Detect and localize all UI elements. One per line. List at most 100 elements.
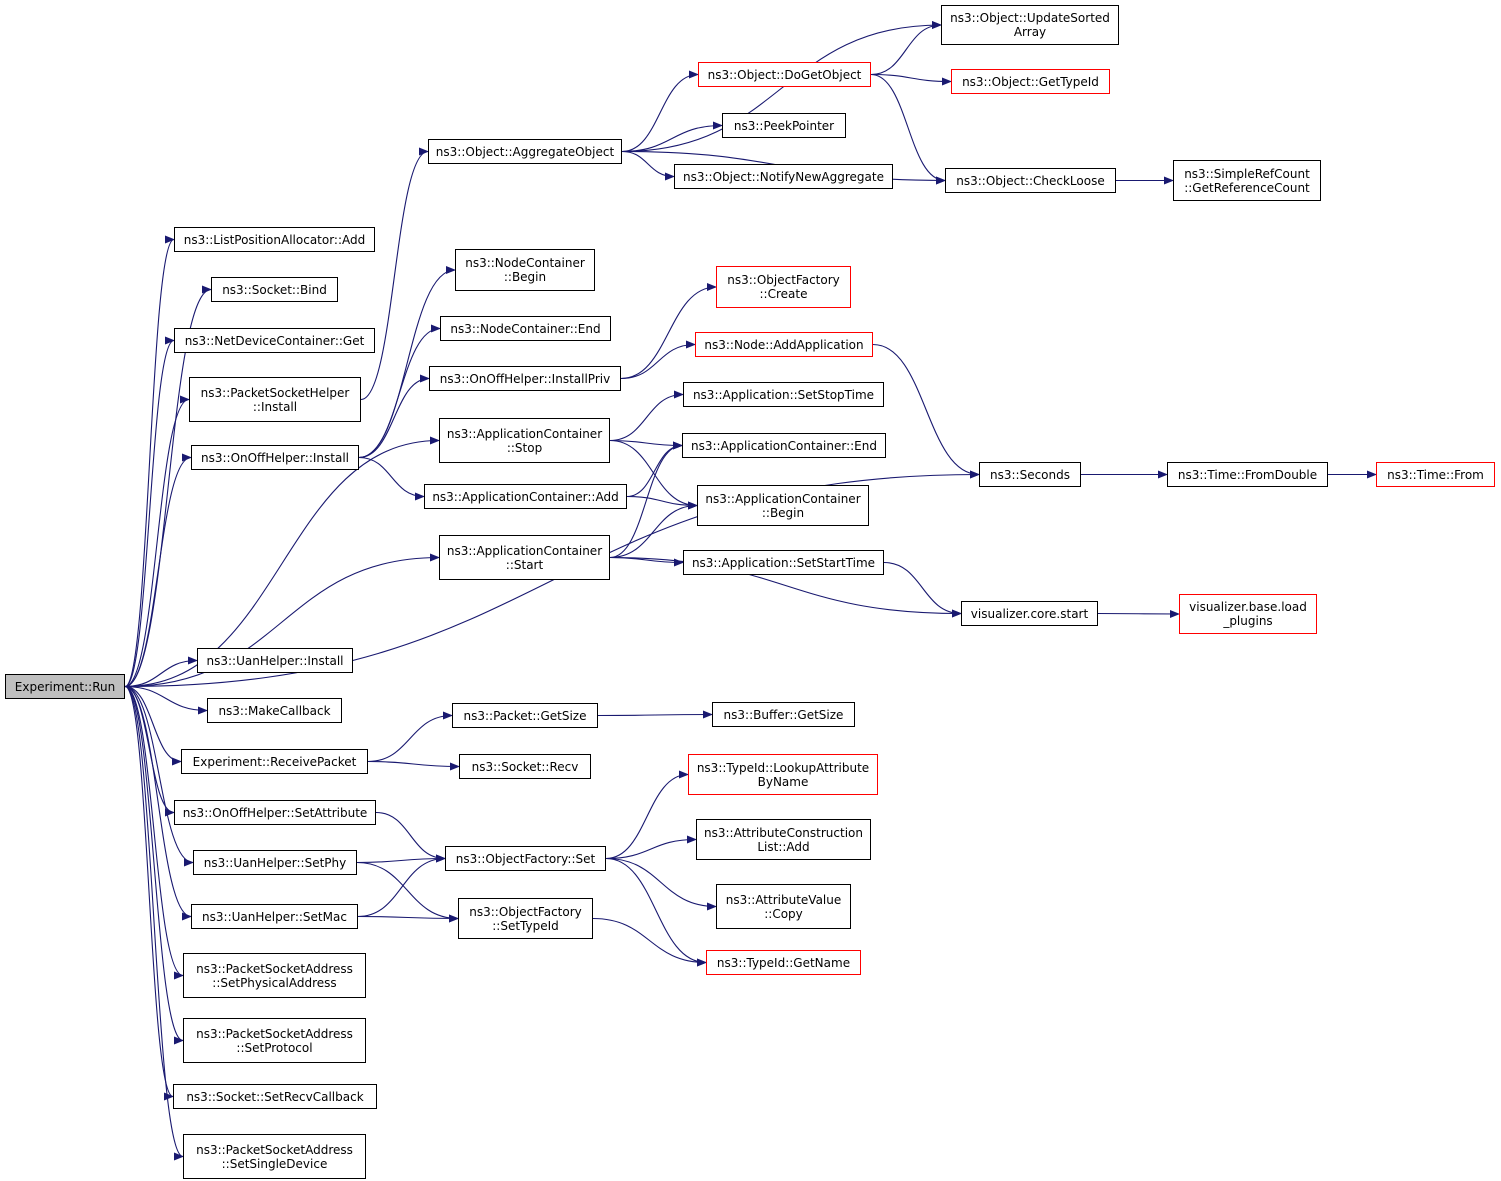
edge-obj-dogetobject-to-obj-updatesorted	[870, 21, 942, 76]
edge-obj-aggregate-to-peekpointer	[621, 121, 723, 153]
node-psa-setproto[interactable]: ns3::PacketSocketAddress ::SetProtocol	[183, 1018, 366, 1063]
edge-pkt-getsize-to-buf-getsize	[597, 710, 713, 719]
edge-psh-install-to-obj-aggregate	[360, 147, 429, 401]
node-sock-bind[interactable]: ns3::Socket::Bind	[211, 277, 338, 302]
node-psh-install[interactable]: ns3::PacketSocketHelper ::Install	[189, 377, 361, 422]
edge-run-to-ooh-install	[124, 453, 192, 688]
node-obj-checkloose[interactable]: ns3::Object::CheckLoose	[945, 168, 1116, 193]
edge-recv-pkt-to-sock-recv	[367, 760, 460, 771]
edge-run-to-psa-setproto	[124, 685, 184, 1045]
node-app-setstart[interactable]: ns3::Application::SetStartTime	[683, 550, 884, 575]
node-obj-aggregate[interactable]: ns3::Object::AggregateObject	[428, 139, 622, 164]
edge-obj-aggregate-to-obj-updatesorted	[621, 21, 942, 153]
node-ac-begin[interactable]: ns3::ApplicationContainer ::Begin	[697, 485, 869, 526]
node-tid-getname[interactable]: ns3::TypeId::GetName	[706, 950, 861, 975]
edge-ooh-install-to-ac-add	[358, 456, 425, 501]
edge-ac-add-to-ac-end	[626, 441, 683, 498]
edge-of-set-to-tid-getname	[605, 857, 707, 967]
edge-uan-setmac-to-of-settypeid	[357, 914, 459, 923]
edge-run-to-psh-install	[124, 395, 190, 688]
edge-run-to-psa-setphys	[124, 685, 184, 980]
node-ooh-setattr[interactable]: ns3::OnOffHelper::SetAttribute	[174, 800, 376, 825]
edge-run-to-make-cb	[124, 685, 208, 715]
edge-obj-dogetobject-to-obj-checkloose	[870, 73, 946, 185]
edge-uan-setphy-to-of-settypeid	[356, 861, 459, 923]
node-uan-setmac[interactable]: ns3::UanHelper::SetMac	[191, 904, 358, 929]
node-ac-end[interactable]: ns3::ApplicationContainer::End	[682, 433, 886, 458]
edge-node-addapp-to-seconds	[872, 343, 980, 479]
edge-obj-dogetobject-to-obj-gettypeid	[870, 73, 952, 86]
node-peekpointer[interactable]: ns3::PeekPointer	[722, 113, 846, 138]
node-obj-dogetobject[interactable]: ns3::Object::DoGetObject	[698, 62, 871, 87]
edge-ooh-install-to-ooh-installpriv	[358, 374, 430, 459]
edge-app-setstart-to-vis-core-start	[883, 561, 962, 618]
edge-ooh-setattr-to-of-set	[375, 811, 446, 863]
node-run: Experiment::Run	[5, 674, 125, 699]
node-psa-setphys[interactable]: ns3::PacketSocketAddress ::SetPhysicalAd…	[183, 953, 366, 998]
node-buf-getsize[interactable]: ns3::Buffer::GetSize	[712, 702, 855, 727]
edge-ooh-installpriv-to-of-create	[620, 283, 717, 380]
edge-layer	[124, 21, 1377, 1161]
node-src-getrefcount[interactable]: ns3::SimpleRefCount ::GetReferenceCount	[1173, 160, 1321, 201]
node-lpa-add[interactable]: ns3::ListPositionAllocator::Add	[174, 227, 375, 252]
node-ac-stop[interactable]: ns3::ApplicationContainer ::Stop	[439, 418, 610, 463]
node-nc-begin[interactable]: ns3::NodeContainer ::Begin	[455, 249, 595, 291]
node-of-settypeid[interactable]: ns3::ObjectFactory ::SetTypeId	[458, 898, 593, 939]
node-make-cb[interactable]: ns3::MakeCallback	[207, 698, 342, 723]
edge-of-set-to-acl-add	[605, 835, 697, 860]
node-app-setstop[interactable]: ns3::Application::SetStopTime	[683, 382, 884, 407]
node-ac-start[interactable]: ns3::ApplicationContainer ::Start	[439, 535, 610, 580]
edge-ac-start-to-vis-core-start	[609, 556, 962, 618]
edge-of-set-to-tid-lookup	[605, 770, 689, 860]
node-of-create[interactable]: ns3::ObjectFactory ::Create	[716, 266, 851, 308]
node-obj-gettypeid[interactable]: ns3::Object::GetTypeId	[951, 69, 1110, 94]
edge-ac-start-to-ac-begin	[609, 501, 698, 559]
edge-run-to-recv-pkt	[124, 685, 182, 766]
node-pkt-getsize[interactable]: ns3::Packet::GetSize	[452, 703, 598, 728]
edge-run-to-ac-stop	[124, 436, 440, 688]
edge-run-to-ndc-get	[124, 336, 175, 688]
edge-run-to-uan-setmac	[124, 685, 192, 921]
node-sock-setrecvcb[interactable]: ns3::Socket::SetRecvCallback	[173, 1084, 377, 1109]
edge-of-settypeid-to-tid-getname	[592, 917, 707, 967]
node-uan-setphy[interactable]: ns3::UanHelper::SetPhy	[193, 850, 357, 875]
edge-run-to-lpa-add	[124, 235, 175, 688]
node-av-copy[interactable]: ns3::AttributeValue ::Copy	[716, 884, 851, 929]
node-acl-add[interactable]: ns3::AttributeConstruction List::Add	[696, 819, 871, 860]
node-obj-notify[interactable]: ns3::Object::NotifyNewAggregate	[674, 164, 893, 189]
node-ooh-installpriv[interactable]: ns3::OnOffHelper::InstallPriv	[429, 366, 621, 391]
node-vis-core-start[interactable]: visualizer.core.start	[961, 601, 1098, 626]
node-psa-setsingle[interactable]: ns3::PacketSocketAddress ::SetSingleDevi…	[183, 1134, 366, 1179]
edge-run-to-uan-install	[124, 656, 198, 688]
edge-run-to-psa-setsingle	[124, 685, 184, 1161]
node-ndc-get[interactable]: ns3::NetDeviceContainer::Get	[174, 328, 375, 353]
edge-ooh-install-to-nc-end	[358, 324, 441, 459]
node-recv-pkt[interactable]: Experiment::ReceivePacket	[181, 749, 368, 774]
edge-ac-stop-to-ac-end	[609, 439, 683, 450]
edge-run-to-ac-start	[124, 553, 440, 688]
node-nc-end[interactable]: ns3::NodeContainer::End	[440, 316, 611, 341]
node-of-set[interactable]: ns3::ObjectFactory::Set	[445, 846, 606, 871]
edge-obj-aggregate-to-obj-notify	[621, 150, 675, 181]
node-node-addapp[interactable]: ns3::Node::AddApplication	[695, 332, 873, 357]
node-seconds[interactable]: ns3::Seconds	[979, 462, 1081, 487]
node-vis-base-load[interactable]: visualizer.base.load _plugins	[1179, 594, 1317, 634]
edge-ac-start-to-ac-end	[609, 441, 683, 559]
node-time-fromdouble[interactable]: ns3::Time::FromDouble	[1167, 462, 1328, 487]
node-uan-install[interactable]: ns3::UanHelper::Install	[197, 648, 353, 673]
edge-of-set-to-av-copy	[605, 857, 717, 911]
node-tid-lookup[interactable]: ns3::TypeId::LookupAttribute ByName	[688, 754, 878, 795]
edge-run-to-sock-setrecvcb	[124, 685, 174, 1101]
edge-vis-core-start-to-vis-base-load	[1097, 609, 1180, 618]
node-obj-updatesorted[interactable]: ns3::Object::UpdateSorted Array	[941, 5, 1119, 45]
edge-obj-aggregate-to-obj-dogetobject	[621, 70, 699, 153]
edge-run-to-uan-setphy	[124, 685, 194, 867]
edge-ooh-installpriv-to-node-addapp	[620, 340, 696, 380]
node-sock-recv[interactable]: ns3::Socket::Recv	[459, 754, 591, 779]
node-ac-add[interactable]: ns3::ApplicationContainer::Add	[424, 484, 627, 509]
node-ooh-install[interactable]: ns3::OnOffHelper::Install	[191, 445, 359, 470]
edge-uan-setmac-to-of-set	[357, 854, 446, 918]
edge-ac-stop-to-app-setstop	[609, 390, 684, 442]
node-time-from[interactable]: ns3::Time::From	[1376, 462, 1495, 487]
